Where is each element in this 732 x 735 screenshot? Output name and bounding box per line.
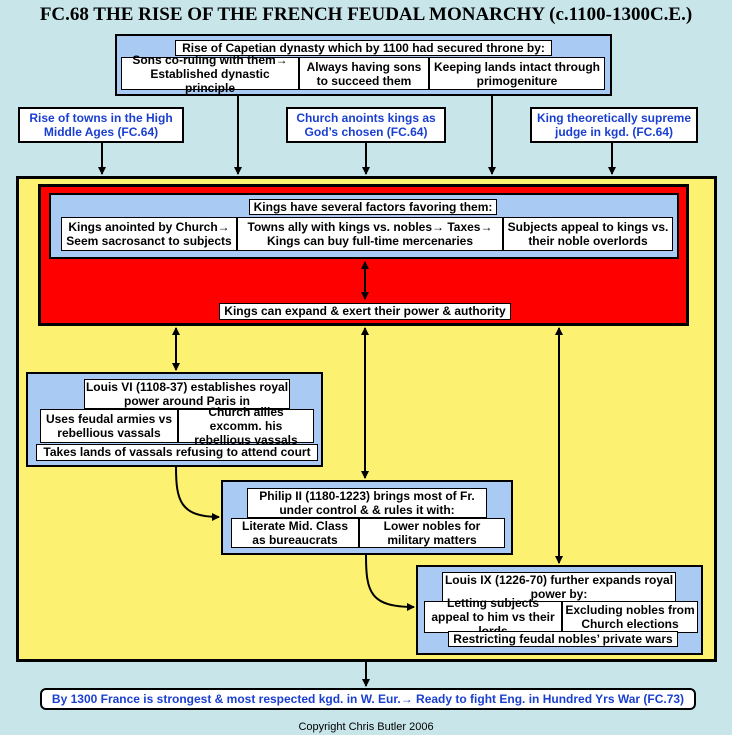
factor-item-2: Towns ally with kings vs. nobles→ Taxes→…: [237, 217, 503, 251]
philip2-box: Philip II (1180-1223) brings most of Fr.…: [221, 480, 513, 555]
louis6-footer: Takes lands of vassals refusing to atten…: [36, 444, 318, 461]
conclusion-box: By 1300 France is strongest & most respe…: [40, 688, 696, 710]
page-title: FC.68 THE RISE OF THE FRENCH FEUDAL MONA…: [39, 4, 693, 25]
philip2-header: Philip II (1180-1223) brings most of Fr.…: [247, 488, 487, 518]
louis9-item-1: Letting subjects appeal to him vs their …: [424, 596, 562, 638]
capetian-item-2: Always having sons to succeed them: [299, 57, 429, 90]
louis9-header: Louis IX (1226-70) further expands royal…: [442, 572, 676, 602]
louis6-box: Louis VI (1108-37) establishes royal pow…: [26, 372, 323, 467]
louis6-item-2: Church allies excomm. his rebellious vas…: [178, 405, 314, 447]
capetian-header: Rise of Capetian dynasty which by 1100 h…: [175, 40, 552, 56]
factor-item-1: Kings anointed by Church→ Seem sacrosanc…: [61, 217, 237, 251]
ref-church: Church anoints kings as God’s chosen (FC…: [286, 107, 446, 143]
philip2-item-1: Literate Mid. Class as bureaucrats: [231, 518, 359, 548]
louis9-item-2: Excluding nobles from Church elections: [562, 601, 698, 633]
factors-panel: Kings have several factors favoring them…: [38, 184, 689, 326]
copyright: Copyright Chris Butler 2006: [298, 721, 434, 733]
capetian-box: Rise of Capetian dynasty which by 1100 h…: [115, 34, 612, 96]
capetian-item-3: Keeping lands intact through primogenitu…: [429, 57, 605, 90]
philip2-item-2: Lower nobles for military matters: [359, 518, 505, 548]
ref-king: King theoretically supreme judge in kgd.…: [530, 107, 698, 143]
ref-towns: Rise of towns in the High Middle Ages (F…: [18, 107, 184, 143]
factor-item-3: Subjects appeal to kings vs. their noble…: [503, 217, 673, 251]
factors-box: Kings have several factors favoring them…: [49, 193, 679, 259]
capetian-item-1: Sons co-ruling with them→ Established dy…: [121, 53, 299, 95]
factors-header: Kings have several factors favoring them…: [249, 199, 497, 215]
louis6-item-1: Uses feudal armies vs rebellious vassals: [40, 409, 178, 443]
louis9-footer: Restricting feudal nobles’ private wars: [448, 631, 678, 647]
louis9-box: Louis IX (1226-70) further expands royal…: [416, 565, 703, 655]
factors-result: Kings can expand & exert their power & a…: [219, 303, 511, 320]
